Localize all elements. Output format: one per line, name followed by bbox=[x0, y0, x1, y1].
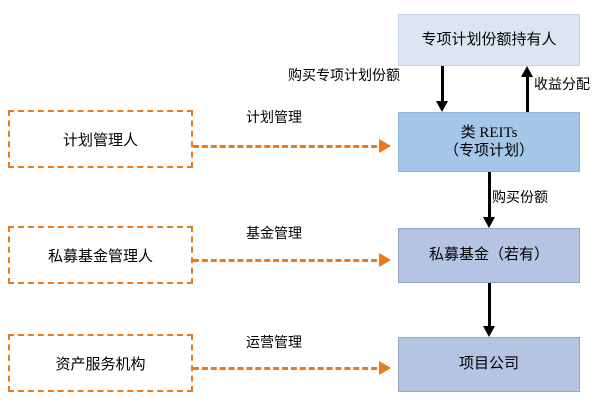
entity-label-reits-line1: 类 REITs bbox=[460, 124, 518, 141]
arrow-shaft bbox=[193, 144, 386, 148]
actor-box-asset-service-institution[interactable]: 资产服务机构 bbox=[8, 334, 193, 392]
actor-box-fund-manager[interactable]: 私募基金管理人 bbox=[8, 226, 193, 284]
entity-label-private-fund: 私募基金（若有） bbox=[428, 247, 549, 264]
arrow-head bbox=[483, 326, 495, 337]
flow-label-fund-management: 基金管理 bbox=[246, 227, 302, 242]
arrow-shaft bbox=[193, 366, 386, 370]
entity-label-plan-share-holders: 专项计划份额持有人 bbox=[421, 31, 557, 48]
arrow-head bbox=[521, 66, 533, 77]
entity-label-reits-line2: （专项计划） bbox=[443, 143, 534, 159]
arrow-shaft bbox=[487, 172, 491, 217]
flow-label-buy-plan-share: 购买专项计划份额 bbox=[288, 69, 400, 84]
flow-label-buy-share: 购买份额 bbox=[492, 191, 548, 206]
arrow-head bbox=[436, 101, 448, 112]
entity-box-private-fund[interactable]: 私募基金（若有） bbox=[398, 228, 580, 283]
actor-label-fund-manager: 私募基金管理人 bbox=[47, 248, 153, 265]
entity-box-reits[interactable]: 类 REITs （专项计划） bbox=[398, 112, 580, 172]
arrow-head bbox=[483, 217, 495, 228]
arrow-head bbox=[379, 253, 391, 267]
flow-label-income-distribution: 收益分配 bbox=[534, 78, 590, 93]
entity-label-project-company: 项目公司 bbox=[458, 356, 519, 373]
entity-box-plan-share-holders[interactable]: 专项计划份额持有人 bbox=[398, 14, 580, 66]
arrow-head bbox=[379, 361, 391, 375]
arrow-shaft bbox=[525, 77, 529, 112]
flow-label-plan-management: 计划管理 bbox=[246, 111, 302, 126]
actor-label-plan-manager: 计划管理人 bbox=[62, 132, 138, 149]
arrow-shaft bbox=[487, 283, 491, 326]
arrow-shaft bbox=[440, 66, 444, 101]
actor-label-asset-service-institution: 资产服务机构 bbox=[55, 356, 146, 373]
arrow-head bbox=[379, 139, 391, 153]
entity-box-project-company[interactable]: 项目公司 bbox=[398, 337, 580, 392]
actor-box-plan-manager[interactable]: 计划管理人 bbox=[8, 110, 193, 168]
arrow-shaft bbox=[193, 258, 386, 262]
flow-label-operation-management: 运营管理 bbox=[246, 336, 302, 351]
